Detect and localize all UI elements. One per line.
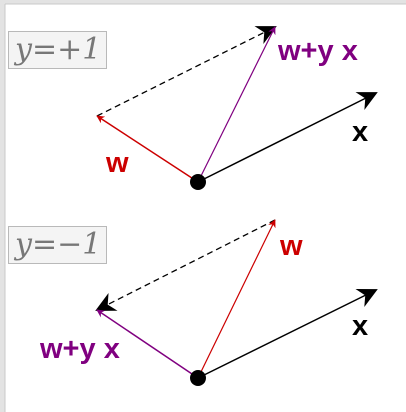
frame-left-border: [0, 0, 5, 412]
parallelogram-dashed-line: [95, 219, 276, 311]
vector-w-arrow: [197, 219, 276, 379]
frame-top-border: [0, 0, 406, 4]
sum-suffix: x: [334, 35, 358, 67]
vector-w-label: w: [279, 230, 303, 262]
vector-w-arrow: [96, 115, 199, 183]
vector-x-arrow: [197, 289, 378, 379]
origin-point: [190, 174, 206, 190]
vector-x-arrow: [197, 92, 378, 183]
vector-w-label: w: [105, 147, 129, 179]
sum-italic-y: y: [318, 35, 334, 67]
vector-sum-arrow: [96, 309, 199, 379]
sum-italic-y: y: [80, 333, 96, 365]
parallelogram-dashed-line: [96, 26, 277, 117]
sum-prefix: w+: [39, 333, 80, 365]
vector-sum-label: w+y x: [39, 333, 120, 365]
sum-prefix: w+: [277, 35, 318, 67]
label-y-positive: y=+1: [8, 31, 108, 69]
sum-suffix: x: [96, 333, 120, 365]
vector-x-label: x: [352, 310, 368, 342]
vector-x-label: x: [352, 116, 368, 148]
panel-negative: w x w+y x: [39, 219, 378, 386]
panel-positive: w x w+y x: [96, 26, 378, 190]
vector-sum-arrow: [197, 26, 276, 183]
origin-point: [190, 370, 206, 386]
label-y-negative: y=−1: [8, 226, 108, 264]
vector-sum-label: w+y x: [277, 35, 358, 67]
